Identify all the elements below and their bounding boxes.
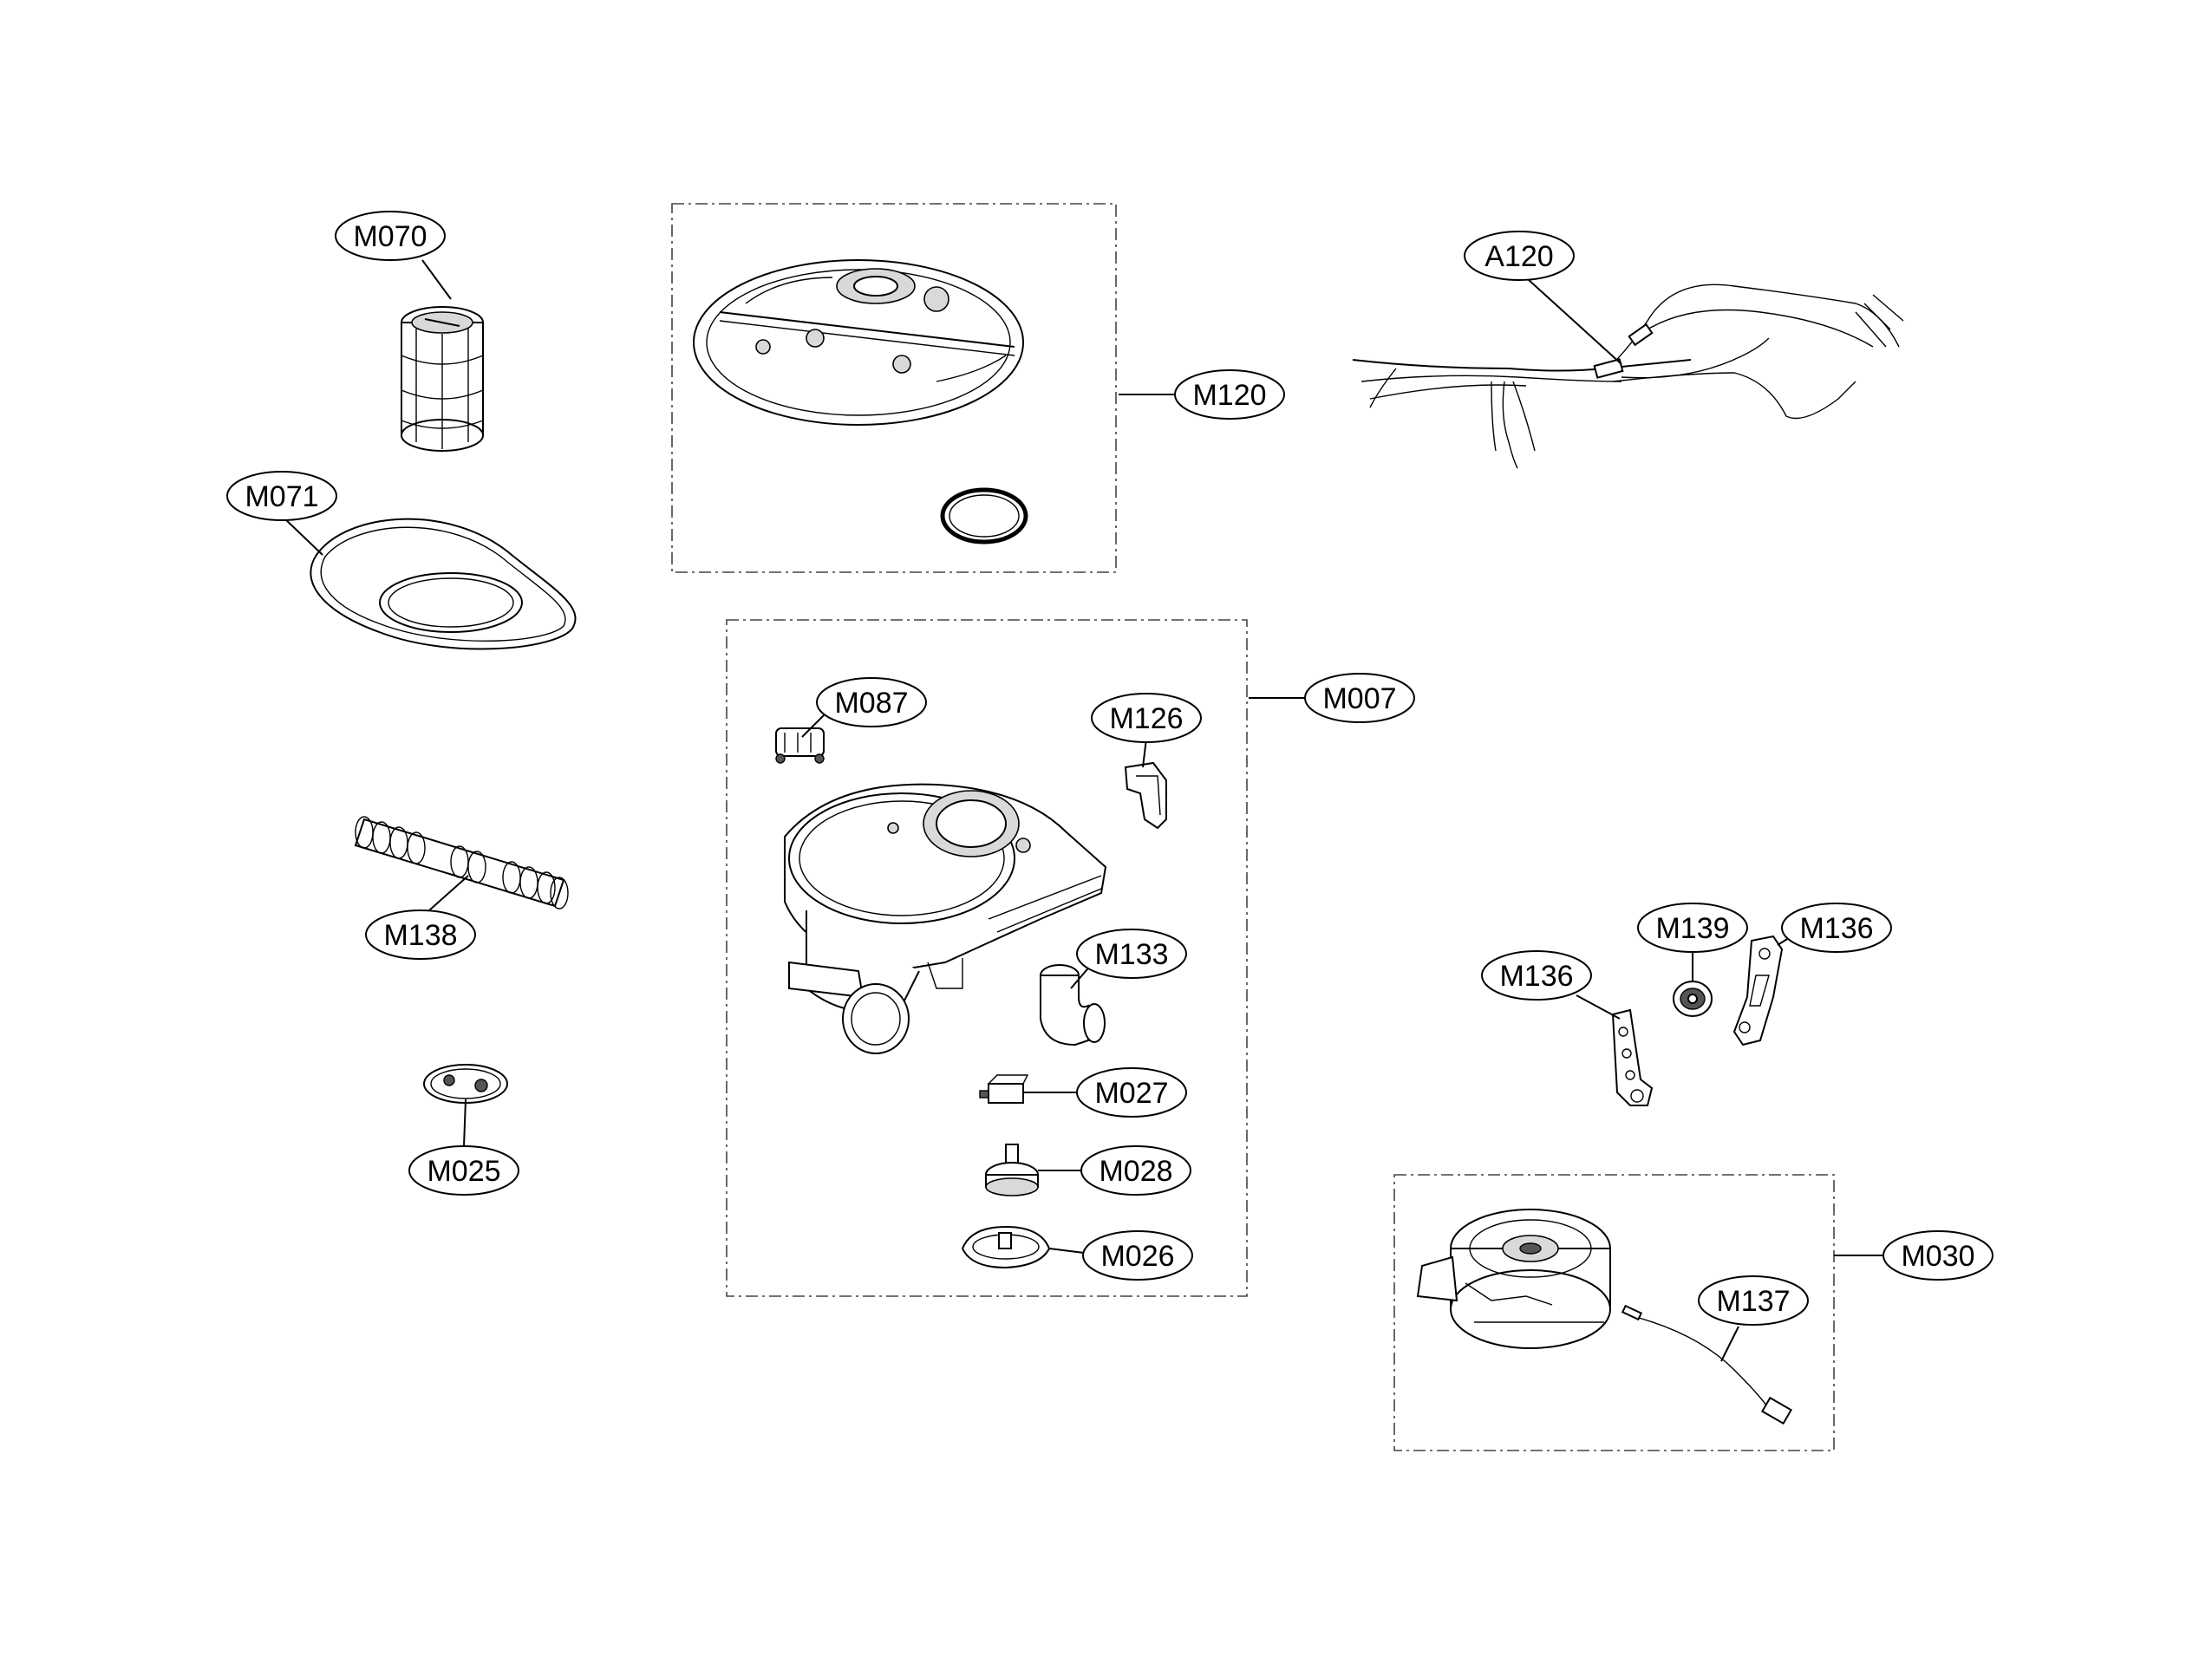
part-m071-gasket	[310, 518, 577, 650]
svg-text:M030: M030	[1901, 1240, 1974, 1273]
group-box-m007	[726, 619, 1248, 1297]
label-m139[interactable]: M139	[1637, 903, 1748, 953]
label-m136-left[interactable]: M136	[1481, 950, 1592, 1001]
label-m071[interactable]: M071	[226, 471, 337, 521]
label-m027[interactable]: M027	[1076, 1067, 1187, 1118]
label-m025[interactable]: M025	[408, 1145, 519, 1196]
svg-text:M027: M027	[1094, 1077, 1168, 1110]
label-m126[interactable]: M126	[1091, 693, 1202, 743]
label-m133[interactable]: M133	[1076, 929, 1187, 979]
part-m133-elbow	[1040, 964, 1106, 1046]
svg-text:M120: M120	[1192, 379, 1266, 412]
part-m070-filter	[401, 306, 484, 452]
part-m027-sensor	[979, 1074, 1029, 1104]
svg-text:M025: M025	[427, 1155, 500, 1188]
svg-text:M136: M136	[1799, 912, 1873, 945]
svg-text:M026: M026	[1100, 1240, 1174, 1273]
svg-text:M138: M138	[383, 919, 457, 952]
leader-lines	[281, 259, 1883, 1362]
label-m137[interactable]: M137	[1698, 1275, 1809, 1326]
label-m070[interactable]: M070	[335, 211, 446, 261]
label-m087[interactable]: M087	[816, 677, 927, 727]
svg-text:M028: M028	[1099, 1155, 1172, 1188]
part-m138-hose	[354, 816, 569, 909]
svg-text:M137: M137	[1716, 1285, 1790, 1318]
label-m120[interactable]: M120	[1174, 369, 1285, 420]
group-box-m120	[671, 203, 1117, 573]
svg-text:M071: M071	[245, 480, 318, 513]
label-m030[interactable]: M030	[1882, 1230, 1993, 1281]
svg-text:A120: A120	[1484, 240, 1553, 273]
part-a120-wire-harness	[1352, 284, 1904, 469]
part-m139-gear	[1673, 981, 1713, 1017]
svg-text:M070: M070	[353, 220, 427, 253]
label-m138[interactable]: M138	[365, 909, 476, 960]
svg-text:M133: M133	[1094, 938, 1168, 971]
label-a120[interactable]: A120	[1464, 231, 1575, 281]
part-m030-pump-motor	[1416, 1209, 1611, 1349]
part-m137-sensor-wire	[1621, 1304, 1792, 1425]
part-m120-spray-disc	[693, 259, 1028, 544]
group-box-m030	[1393, 1174, 1835, 1451]
label-m136-right[interactable]: M136	[1781, 903, 1892, 953]
part-m136-right-bracket	[1732, 935, 1784, 1046]
svg-text:M139: M139	[1655, 912, 1729, 945]
label-m007[interactable]: M007	[1304, 673, 1415, 723]
part-m025-disc	[423, 1064, 508, 1104]
part-m028-sensor	[985, 1144, 1039, 1196]
svg-text:M136: M136	[1499, 960, 1573, 993]
label-m028[interactable]: M028	[1080, 1145, 1191, 1196]
svg-text:M007: M007	[1322, 682, 1396, 715]
label-m026[interactable]: M026	[1082, 1230, 1193, 1281]
svg-text:M087: M087	[834, 687, 908, 720]
part-m007-sump-body	[784, 783, 1107, 1054]
part-m087-connector	[775, 727, 825, 764]
part-m026-cover	[961, 1225, 1051, 1269]
part-m136-left-bracket	[1611, 1008, 1654, 1106]
svg-text:M126: M126	[1109, 702, 1183, 735]
part-m126-clip	[1124, 761, 1167, 830]
